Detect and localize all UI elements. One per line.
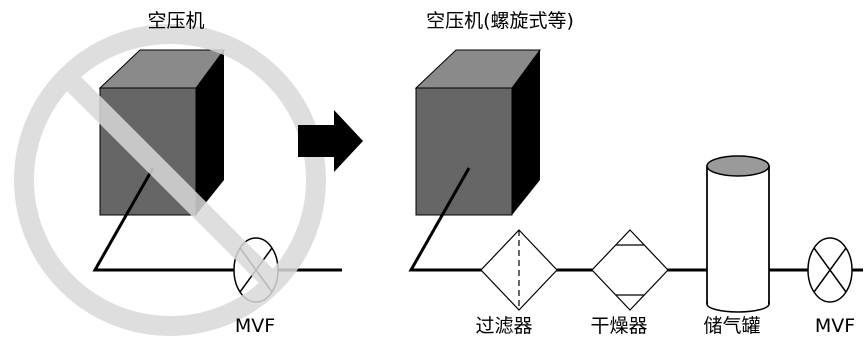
right-title: 空压机(螺旋式等) <box>426 10 574 32</box>
right-mvf-valve <box>807 237 853 303</box>
filter-label: 过滤器 <box>475 315 533 337</box>
left-title: 空压机 <box>147 10 205 32</box>
left-mvf-label: MVF <box>234 315 276 337</box>
prohibited-sign <box>14 24 326 336</box>
dryer-icon <box>591 229 669 311</box>
arrow-right-icon <box>298 110 363 172</box>
filter-icon <box>480 229 558 311</box>
right-compressor-cube <box>414 49 541 216</box>
left-compressor-cube <box>98 49 225 216</box>
air-tank-icon <box>706 155 770 313</box>
dryer-label: 干燥器 <box>590 315 648 337</box>
tank-label: 储气罐 <box>703 315 761 337</box>
right-cube-front <box>415 87 513 216</box>
right-cube-side <box>512 50 540 215</box>
left-cube-side <box>196 50 224 215</box>
right-mvf-label: MVF <box>814 315 856 337</box>
